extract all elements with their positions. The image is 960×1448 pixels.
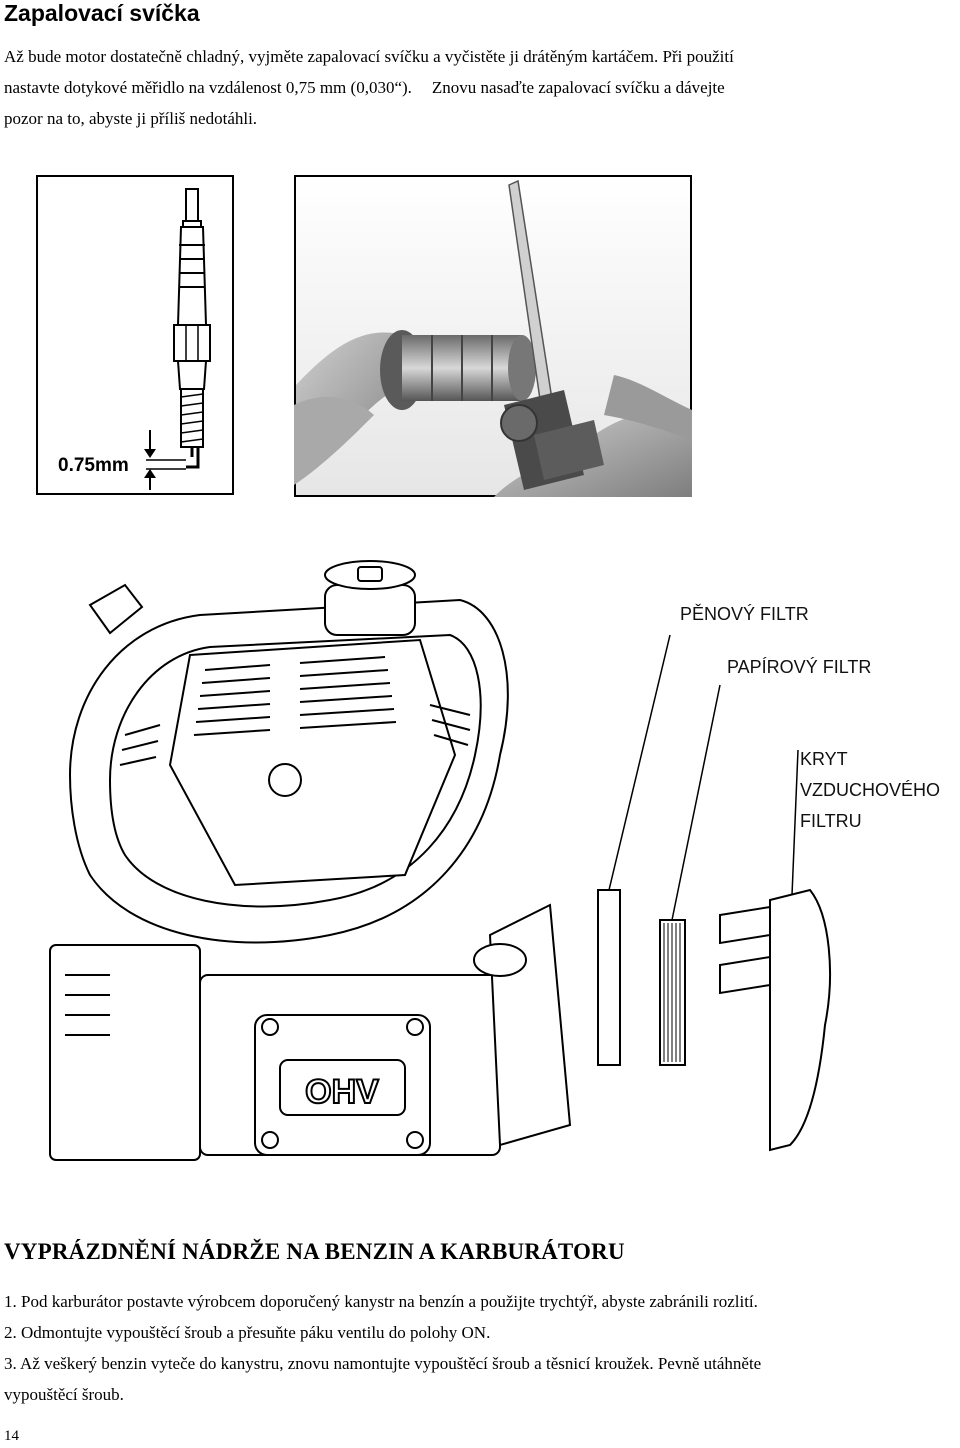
gap-label: 0.75mm <box>58 455 129 476</box>
intro-line-2: nastavte dotykové měřidlo na vzdálenost … <box>4 72 954 103</box>
page-title: Zapalovací svíčka <box>4 0 200 26</box>
intro-line-2a: nastavte dotykové měřidlo na vzdálenost … <box>4 78 412 97</box>
intro-paragraph: Až bude motor dostatečně chladný, vyjmět… <box>4 41 954 134</box>
step-1: 1. Pod karburátor postavte výrobcem dopo… <box>4 1292 758 1311</box>
label-air-filter-cover-line1: KRYT <box>800 749 848 769</box>
label-foam-filter: PĚNOVÝ FILTR <box>680 604 809 624</box>
step-3-line1: 3. Až veškerý benzin vyteče do kanystru,… <box>4 1354 762 1373</box>
section-heading: VYPRÁZDNĚNÍ NÁDRŽE NA BENZIN A KARBURÁTO… <box>4 1239 625 1264</box>
feeler-gauge-photo <box>294 175 692 497</box>
label-paper-filter: PAPÍROVÝ FILTR <box>727 657 872 677</box>
label-air-filter-cover-line2: VZDUCHOVÉHO <box>800 780 941 800</box>
page-number: 14 <box>4 1428 19 1444</box>
steps-list: 1. Pod karburátor postavte výrobcem dopo… <box>4 1286 956 1410</box>
step-3-line2: vypouštěcí šroub. <box>4 1385 124 1404</box>
ohv-badge: OHV <box>305 1073 379 1111</box>
spark-plug-diagram: 0.75mm <box>36 175 234 495</box>
label-air-filter-cover: KRYT VZDUCHOVÉHO FILTRU <box>800 744 940 837</box>
intro-line-1: Až bude motor dostatečně chladný, vyjmět… <box>4 47 734 66</box>
step-2: 2. Odmontujte vypouštěcí šroub a přesuňt… <box>4 1323 491 1342</box>
intro-line-3: pozor na to, abyste ji příliš nedotáhli. <box>4 109 258 128</box>
engine-air-filter-diagram: OHV <box>49 560 831 1161</box>
label-air-filter-cover-line3: FILTRU <box>800 811 862 831</box>
intro-line-2b: Znovu nasaďte zapalovací svíčku a dávejt… <box>431 78 725 97</box>
